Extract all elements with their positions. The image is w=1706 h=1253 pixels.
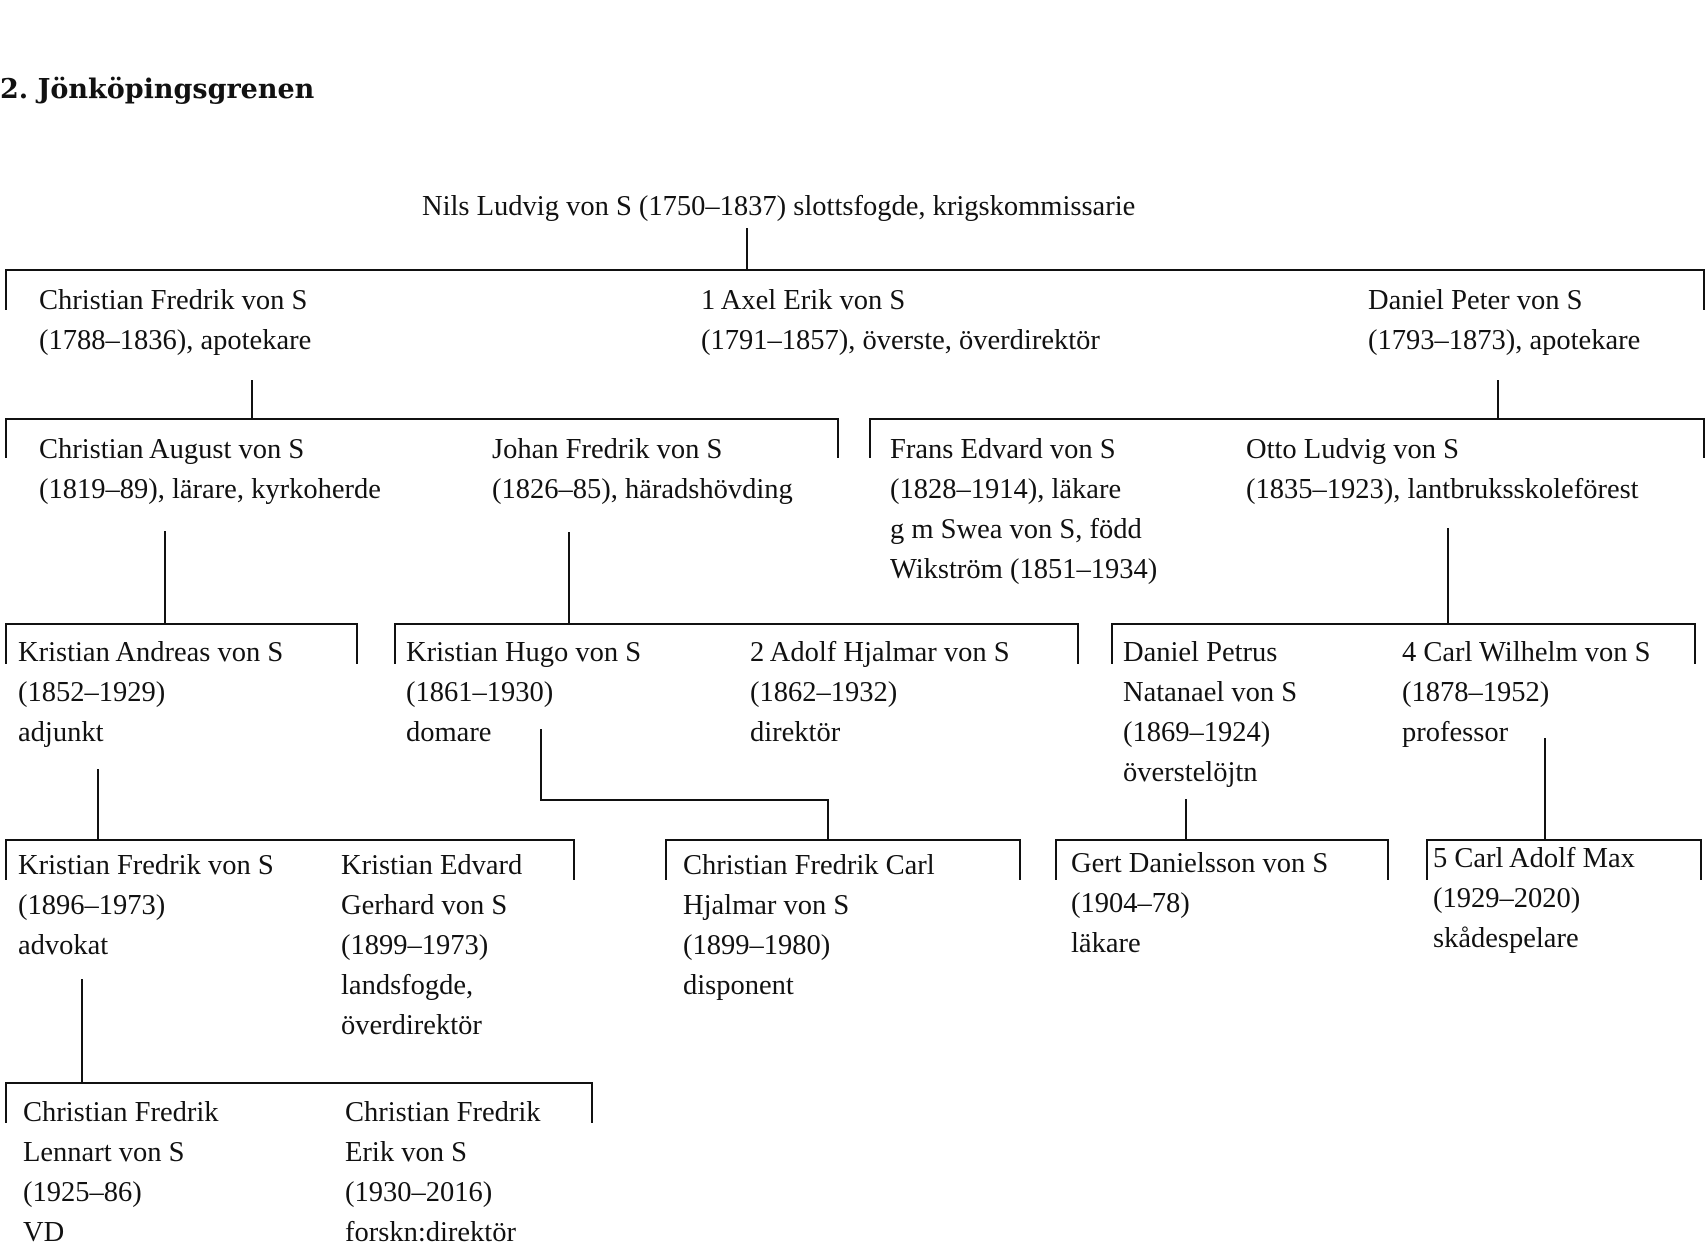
person-node-nils-ludvig: Nils Ludvig von S (1750–1837) slottsfogd… <box>422 187 1135 227</box>
person-text-line: (1929–2020) <box>1433 883 1581 914</box>
person-text-line: 5 Carl Adolf Max <box>1433 843 1635 874</box>
connector-gen4-b <box>540 729 829 840</box>
person-text-line: domare <box>406 717 492 748</box>
person-text-line: 2 Adolf Hjalmar von S <box>750 637 1010 668</box>
person-text-line: professor <box>1402 717 1509 748</box>
person-text-line: (1904–78) <box>1071 888 1190 919</box>
person-node-christian-fredrik-1788: Christian Fredrik von S (1788–1836), apot… <box>39 281 311 361</box>
person-text-line: Christian August von S <box>39 434 305 465</box>
person-text-line: (1793–1873), apotekare <box>1368 325 1641 356</box>
person-text-line: Christian Fredrik <box>23 1097 219 1128</box>
person-text-line: direktör <box>750 717 841 748</box>
person-text-line: (1852–1929) <box>18 677 166 708</box>
person-text-line: Frans Edvard von S <box>890 434 1116 465</box>
person-text-line: Christian Fredrik <box>345 1097 541 1128</box>
person-text-line: landsfogde, <box>341 970 474 1001</box>
person-text-line: VD <box>23 1217 65 1248</box>
person-text-line: (1930–2016) <box>345 1177 493 1208</box>
person-node-kristian-fredrik-1896: Kristian Fredrik von S (1896–1973) advokat <box>18 846 274 966</box>
person-text-line: 4 Carl Wilhelm von S <box>1402 637 1651 668</box>
person-text-line: (1878–1952) <box>1402 677 1550 708</box>
person-text-line: Wikström (1851–1934) <box>890 554 1158 585</box>
person-text-line: Kristian Fredrik von S <box>18 850 274 881</box>
person-text-line: (1899–1980) <box>683 930 831 961</box>
person-text-line: Natanael von S <box>1123 677 1298 708</box>
person-text-line: läkare <box>1071 928 1141 959</box>
person-text-line: Christian Fredrik von S <box>39 285 308 316</box>
person-node-gert-danielsson: Gert Danielsson von S (1904–78) läkare <box>1071 844 1328 964</box>
person-text-line: g m Swea von S, född <box>890 514 1142 545</box>
person-text-line: Otto Ludvig von S <box>1246 434 1459 465</box>
section-heading: 2. Jönköpingsgrenen <box>0 74 315 105</box>
person-text-line: Kristian Andreas von S <box>18 637 284 668</box>
bracket-gen1 <box>5 269 1705 310</box>
person-text-line: (1869–1924) <box>1123 717 1271 748</box>
person-text-line: Nils Ludvig von S (1750–1837) slottsfogd… <box>422 191 1136 222</box>
person-text-line: skådespelare <box>1433 923 1579 954</box>
person-text-line: Kristian Edvard <box>341 850 523 881</box>
bracket-gen5 <box>5 1082 593 1123</box>
bracket-gen2-right <box>869 418 1705 458</box>
person-text-line: (1791–1857), överste, överdirektör <box>701 325 1100 356</box>
person-text-line: Gert Danielsson von S <box>1071 848 1329 879</box>
person-text-line: överstelöjtn <box>1123 757 1258 788</box>
bracket-gen3-c <box>1111 623 1696 664</box>
person-text-line: (1861–1930) <box>406 677 554 708</box>
person-text-line: Daniel Peter von S <box>1368 285 1583 316</box>
person-node-kristian-hugo: Kristian Hugo von S (1861–1930) domare <box>406 633 641 753</box>
bracket-gen4-b <box>665 839 1021 880</box>
bracket-gen2-left <box>5 418 839 458</box>
person-node-otto-ludvig: Otto Ludvig von S (1835–1923), lantbrukss… <box>1246 430 1639 510</box>
person-node-frans-edvard: Frans Edvard von S (1828–1914), läkare g m… <box>890 430 1157 590</box>
person-text-line: överdirektör <box>341 1010 482 1041</box>
person-text-line: (1925–86) <box>23 1177 142 1208</box>
person-text-line: 1 Axel Erik von S <box>701 285 906 316</box>
person-text-line: Hjalmar von S <box>683 890 850 921</box>
person-text-line: (1896–1973) <box>18 890 166 921</box>
connector-lines <box>5 228 1705 1123</box>
bracket-gen4-d <box>1426 839 1702 880</box>
person-text-line: Kristian Hugo von S <box>406 637 642 668</box>
bracket-gen3-a <box>5 623 358 664</box>
person-text-line: forskn:direktör <box>345 1217 516 1248</box>
person-text-line: Christian Fredrik Carl <box>683 850 935 881</box>
person-node-daniel-peter: Daniel Peter von S (1793–1873), apotekare <box>1368 281 1640 361</box>
bracket-gen4-a <box>5 839 575 880</box>
person-text-line: (1819–89), lärare, kyrkoherde <box>39 474 381 505</box>
bracket-gen4-c <box>1055 839 1389 880</box>
person-text-line: disponent <box>683 970 794 1001</box>
person-text-line: advokat <box>18 930 109 961</box>
person-text-line: (1828–1914), läkare <box>890 474 1122 505</box>
person-text-line: (1826–85), häradshövding <box>492 474 793 505</box>
person-text-line: (1862–1932) <box>750 677 898 708</box>
person-text-line: (1835–1923), lantbruksskoleförest <box>1246 474 1639 505</box>
person-text-line: adjunkt <box>18 717 104 748</box>
bracket-gen3-b <box>394 623 1079 664</box>
person-node-johan-fredrik: Johan Fredrik von S (1826–85), häradshövd… <box>492 430 793 510</box>
person-node-axel-erik: 1 Axel Erik von S (1791–1857), överste, ö… <box>701 281 1100 361</box>
person-node-carl-adolf-max: 5 Carl Adolf Max (1929–2020) skådespelare <box>1433 839 1635 959</box>
person-text-line: Lennart von S <box>23 1137 185 1168</box>
person-text-line: (1899–1973) <box>341 930 489 961</box>
person-node-christian-august: Christian August von S (1819–89), lärare,… <box>39 430 381 510</box>
person-node-adolf-hjalmar: 2 Adolf Hjalmar von S (1862–1932) direktör <box>750 633 1010 753</box>
person-node-kristian-andreas: Kristian Andreas von S (1852–1929) adjunkt <box>18 633 283 753</box>
person-node-carl-wilhelm: 4 Carl Wilhelm von S (1878–1952) professor <box>1402 633 1650 753</box>
person-text-line: (1788–1836), apotekare <box>39 325 312 356</box>
person-text-line: Johan Fredrik von S <box>492 434 723 465</box>
person-text-line: Gerhard von S <box>341 890 508 921</box>
person-text-line: Daniel Petrus <box>1123 637 1278 668</box>
person-text-line: Erik von S <box>345 1137 467 1168</box>
